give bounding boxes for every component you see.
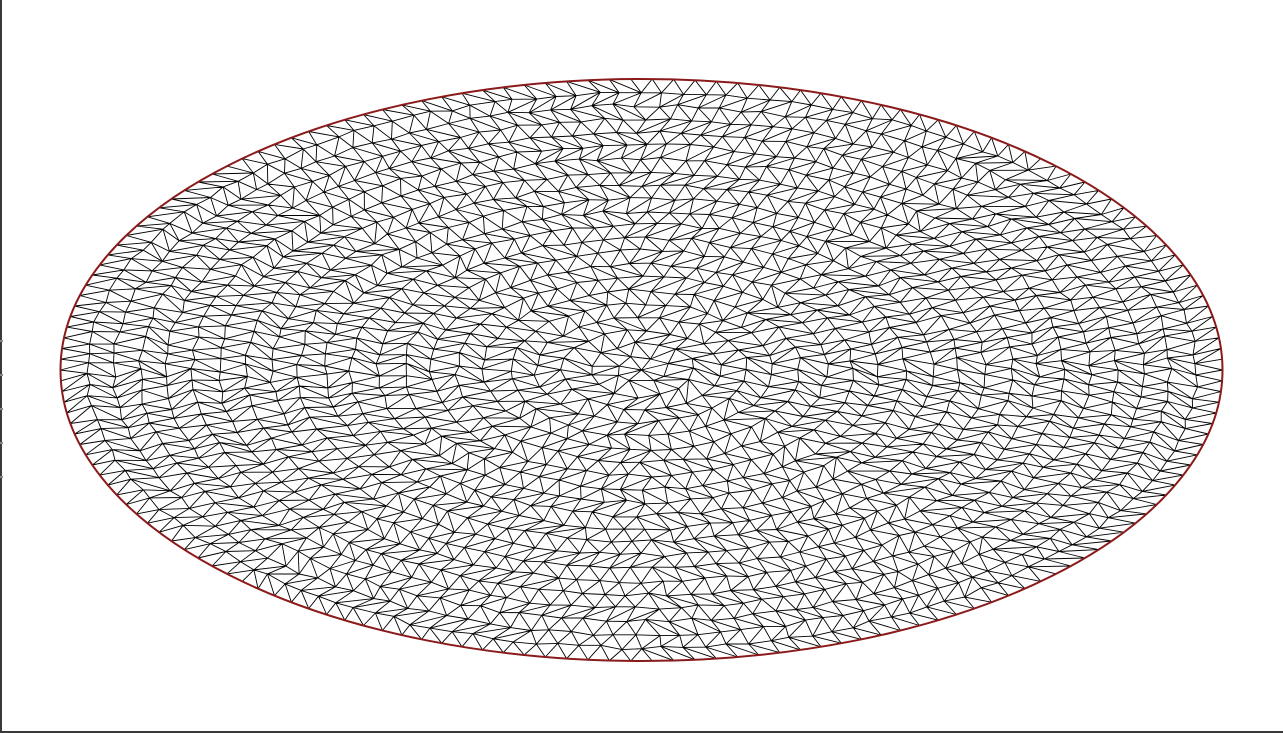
mesh-edge-set (60, 78, 1223, 662)
window-left-edge (0, 0, 2, 733)
mesh-edges (60, 78, 1223, 662)
edge-tick (0, 442, 3, 444)
edge-tick (0, 340, 3, 342)
left-edge-ticks (0, 340, 4, 500)
window-bottom-edge (0, 731, 1283, 733)
edge-tick (0, 408, 3, 410)
edge-tick (0, 374, 3, 376)
ellipse-boundary (59, 78, 1224, 662)
edge-tick (0, 476, 3, 478)
